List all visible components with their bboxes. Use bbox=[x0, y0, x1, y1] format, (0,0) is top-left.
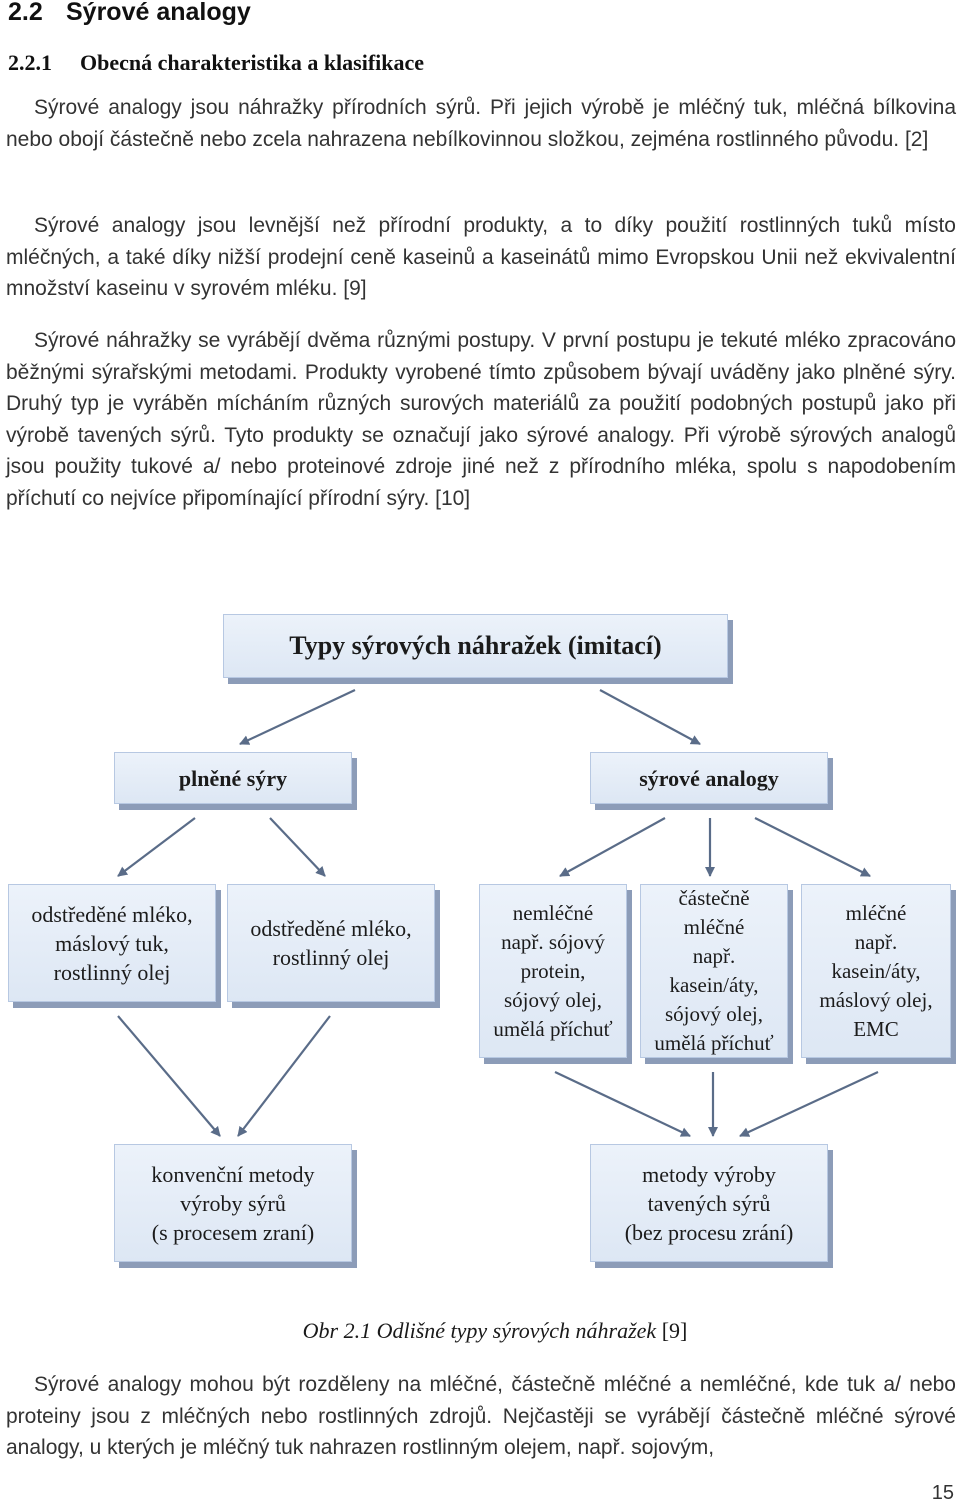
box-line: mléčné bbox=[845, 900, 907, 925]
dairy-analog-box: mléčné např. kasein/áty, máslový olej, E… bbox=[801, 884, 951, 1058]
box-line: EMC bbox=[853, 1016, 899, 1041]
box-line: sójový olej, bbox=[665, 1002, 763, 1026]
filled-cheese-label: plněné sýry bbox=[178, 765, 288, 791]
box-line: rostlinný olej bbox=[272, 945, 390, 970]
box-line: (bez procesu zrání) bbox=[624, 1219, 794, 1245]
figure-caption: Obr 2.1 Odlišné typy sýrových náhražek [… bbox=[0, 1318, 960, 1344]
section-title: Sýrové analogy bbox=[66, 0, 251, 26]
caption-label: Obr 2.1 Odlišné typy sýrových náhražek bbox=[302, 1318, 657, 1343]
box-line: rostlinný olej bbox=[53, 959, 171, 985]
page-number: 15 bbox=[931, 1482, 954, 1504]
filled-variant-1-box: odstředěné mléko, máslový tuk, rostlinný… bbox=[8, 884, 216, 1002]
filled-cheese-box: plněné sýry bbox=[114, 752, 352, 804]
diagram-title-box: Typy sýrových náhražek (imitací) bbox=[223, 614, 728, 678]
arrow-l2-to-conventional bbox=[237, 1015, 331, 1137]
arrow-l1-to-conventional bbox=[117, 1015, 221, 1137]
arrow-filled-to-l1 bbox=[117, 817, 196, 877]
cheese-analogs-label: sýrové analogy bbox=[639, 765, 779, 791]
partly-dairy-analog-box: částečně mléčné např. kasein/áty, sójový… bbox=[640, 884, 788, 1058]
paragraph: Sýrové analogy jsou náhražky přírodních … bbox=[6, 96, 956, 151]
diagram-arrows bbox=[117, 689, 879, 1137]
box-line: umělá příchuť bbox=[493, 1016, 613, 1041]
diagram-title: Typy sýrových náhražek (imitací) bbox=[289, 631, 662, 660]
box-line: kasein/áty, bbox=[669, 973, 759, 997]
box-line: máslový olej, bbox=[819, 987, 933, 1012]
arrow-title-to-filled bbox=[239, 689, 356, 745]
paragraph: Sýrové analogy jsou levnější než přírodn… bbox=[6, 214, 956, 300]
box-line: tavených sýrů bbox=[647, 1190, 771, 1216]
filled-variant-2-box: odstředěné mléko, rostlinný olej bbox=[227, 884, 435, 1002]
cheese-analogs-box: sýrové analogy bbox=[590, 752, 828, 804]
box-line: kasein/áty, bbox=[831, 958, 921, 983]
box-line: metody výroby bbox=[642, 1161, 776, 1187]
paragraph: Sýrové náhražky se vyrábějí dvěma různým… bbox=[6, 329, 956, 510]
box-line: odstředěné mléko, bbox=[31, 901, 193, 927]
box-line: výroby sýrů bbox=[180, 1190, 286, 1216]
arrow-analogs-to-r1 bbox=[559, 817, 666, 877]
subsection-number: 2.2.1 bbox=[8, 50, 52, 75]
box-line: částečně bbox=[678, 886, 750, 910]
box-line: (s procesem zraní) bbox=[151, 1219, 315, 1245]
arrow-r3-to-processed bbox=[739, 1071, 879, 1137]
non-dairy-analog-box: nemléčné např. sójový protein, sójový ol… bbox=[479, 884, 627, 1058]
arrow-title-to-analogs bbox=[599, 689, 701, 745]
paragraph: Sýrové analogy mohou být rozděleny na ml… bbox=[6, 1373, 956, 1459]
arrow-analogs-to-r3 bbox=[754, 817, 871, 877]
box-line: mléčné bbox=[683, 915, 745, 939]
box-line: např. bbox=[854, 929, 898, 954]
box-line: konvenční metody bbox=[151, 1161, 315, 1187]
box-line: odstředěné mléko, bbox=[250, 916, 412, 941]
box-line: umělá příchuť bbox=[654, 1031, 774, 1055]
box-line: sójový olej, bbox=[504, 987, 602, 1012]
arrow-r1-to-processed bbox=[554, 1071, 691, 1137]
arrow-filled-to-l2 bbox=[269, 817, 326, 877]
section-number: 2.2 bbox=[8, 0, 43, 26]
section-heading: 2.2 Sýrové analogy bbox=[8, 0, 251, 27]
box-line: např. bbox=[692, 944, 736, 968]
caption-ref: [9] bbox=[661, 1318, 688, 1343]
processed-cheese-methods-box: metody výroby tavených sýrů (bez procesu… bbox=[590, 1144, 828, 1262]
box-line: např. sójový bbox=[501, 929, 605, 954]
box-line: protein, bbox=[520, 958, 586, 983]
box-line: máslový tuk, bbox=[55, 930, 169, 956]
cheese-analog-types-diagram: Typy sýrových náhražek (imitací) plněné … bbox=[0, 600, 960, 1300]
conventional-methods-box: konvenční metody výroby sýrů (s procesem… bbox=[114, 1144, 352, 1262]
subsection-heading: 2.2.1 Obecná charakteristika a klasifikac… bbox=[8, 50, 424, 76]
subsection-title: Obecná charakteristika a klasifikace bbox=[80, 50, 425, 75]
box-line: nemléčné bbox=[512, 900, 594, 925]
